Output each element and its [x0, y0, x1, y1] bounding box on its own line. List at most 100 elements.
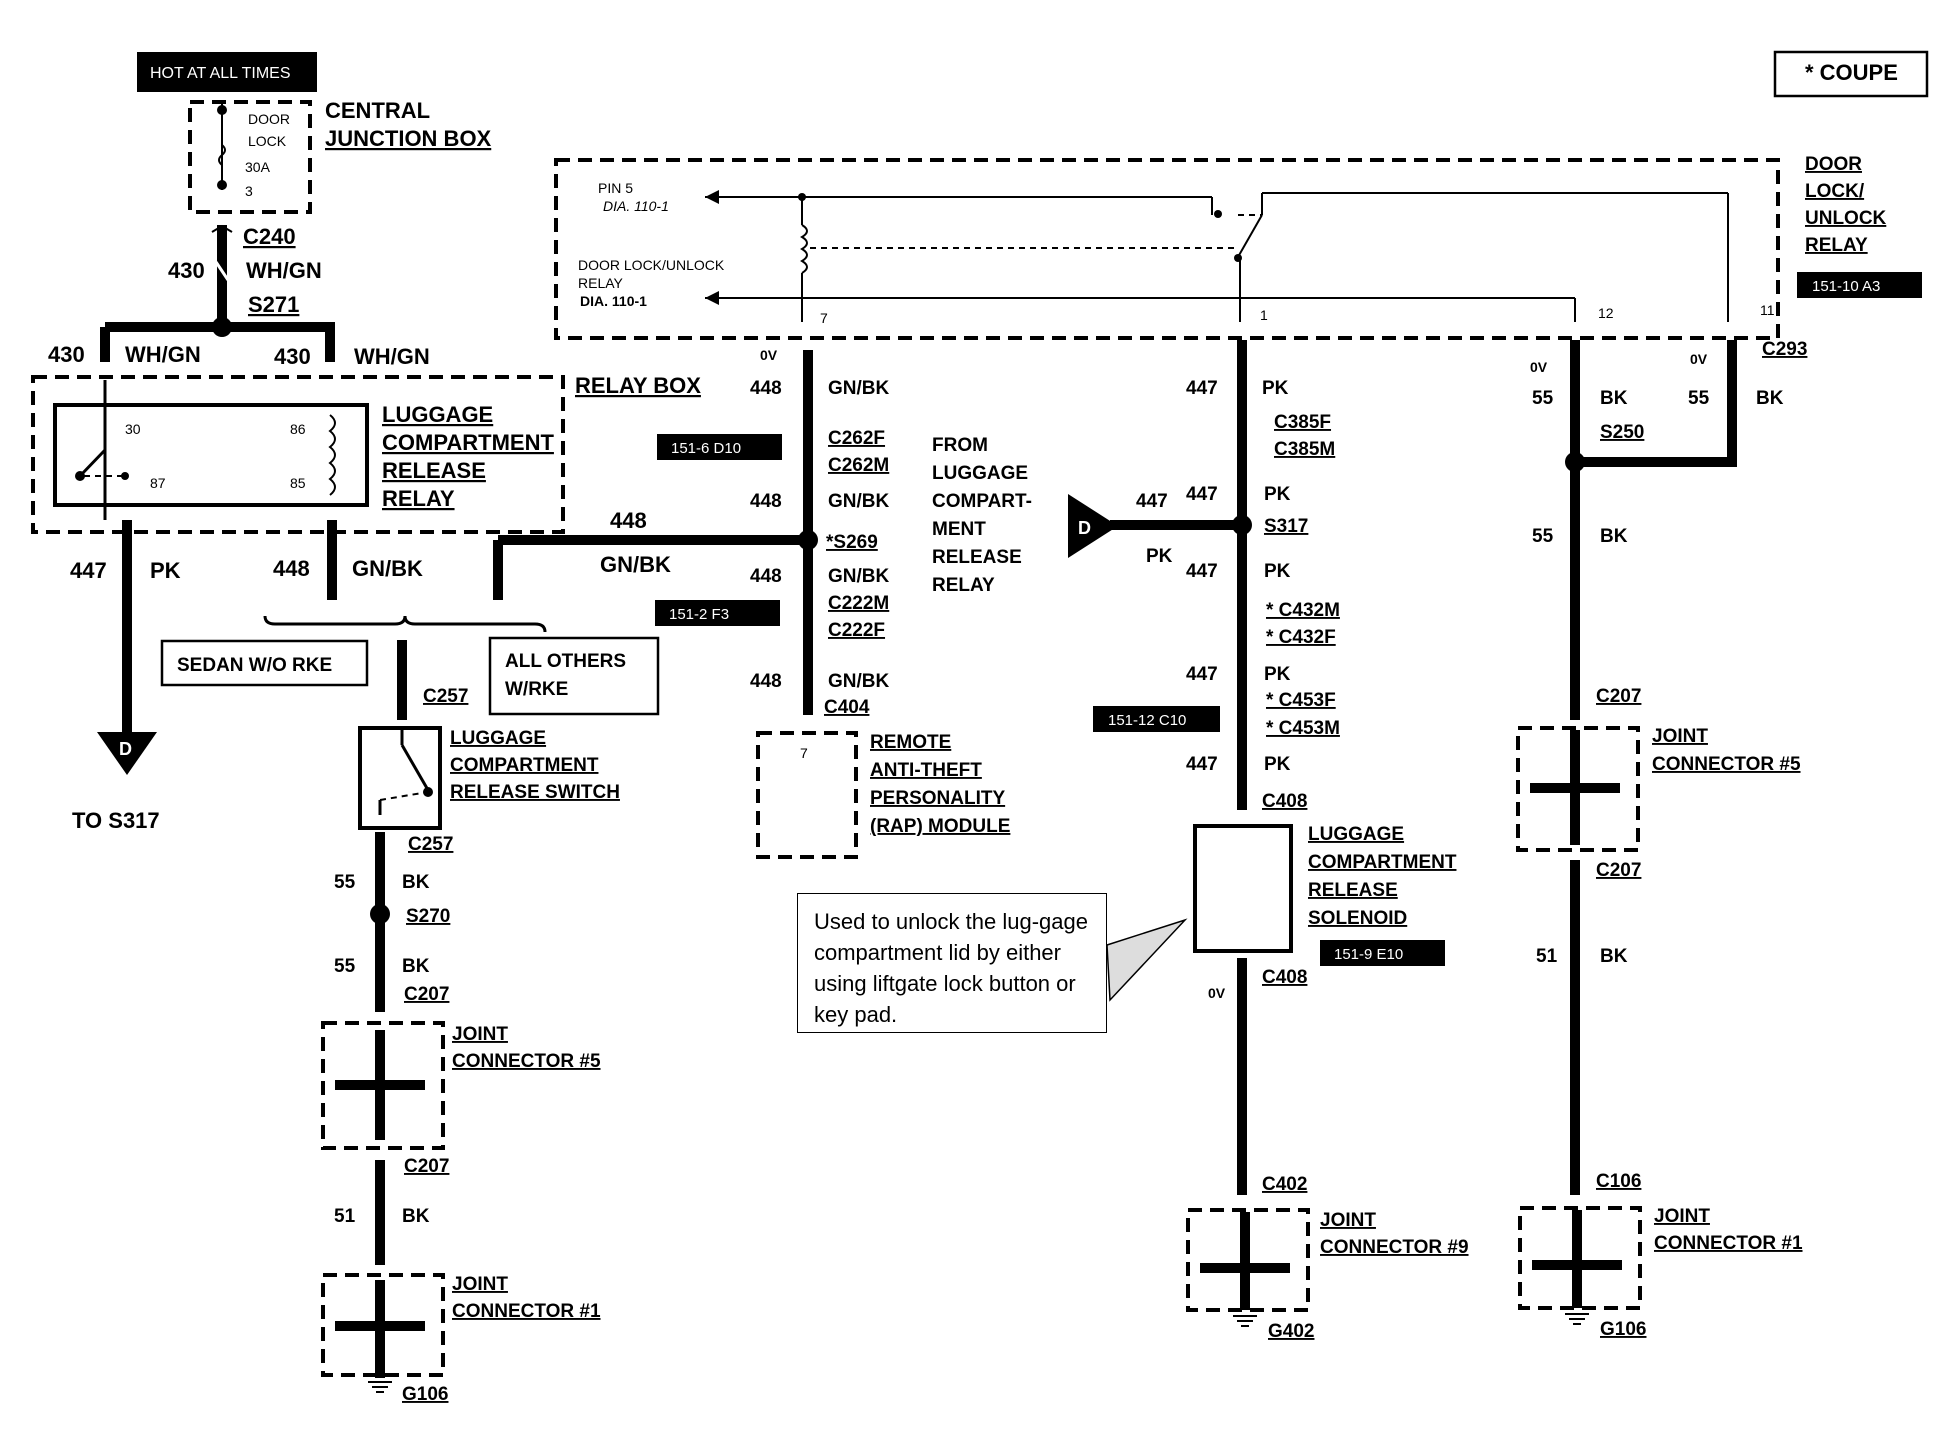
dlr-ref-line3: DIA. 110-1 [580, 293, 647, 309]
c408a-label: C408 [1262, 791, 1307, 812]
c240-connector-icon [211, 224, 233, 233]
power-label: HOT AT ALL TIMES [150, 65, 291, 82]
sw-w3-circuit: 51 [334, 1206, 356, 1227]
sw-joint1-line1: JOINT [452, 1274, 508, 1295]
relay-box-label: RELAY BOX [575, 373, 701, 398]
s269-label: *S269 [826, 532, 878, 553]
g402-label: G402 [1268, 1321, 1314, 1342]
relay-feed-right-color: WH/GN [354, 344, 430, 369]
right-w1-color: BK [1600, 388, 1628, 409]
cjb-title-1: CENTRAL [325, 98, 430, 123]
sol-line2: COMPARTMENT [1308, 852, 1457, 873]
rap-w3-circuit: 448 [750, 566, 782, 587]
sol-w1-color: PK [1262, 378, 1289, 399]
switch-line3: RELEASE SWITCH [450, 782, 620, 803]
sw-c207a-label: C207 [404, 984, 449, 1005]
sw-joint1-line2: CONNECTOR #1 [452, 1301, 601, 1322]
right-joint5-line2: CONNECTOR #5 [1652, 754, 1801, 775]
rap-module-box [756, 731, 858, 859]
sw-joint5-line1: JOINT [452, 1024, 508, 1045]
from-line4: MENT [932, 519, 986, 540]
cjb-fuse-line2: LOCK [248, 133, 287, 149]
power-label-box [137, 52, 317, 92]
c262f-label: C262F [828, 428, 885, 449]
relay-pin-87: 87 [150, 475, 166, 491]
rap-voltage: 0V [760, 347, 778, 363]
lcr-relay-line2: COMPARTMENT [382, 430, 554, 455]
sw-w2-circuit: 55 [334, 956, 356, 977]
callout-pointer [1106, 918, 1188, 1002]
c106-label: C106 [1596, 1171, 1641, 1192]
right-w3-circuit: 51 [1536, 946, 1558, 967]
joint5-left-box [321, 1021, 445, 1150]
pin5-line2: DIA. 110-1 [603, 198, 669, 214]
dlr-ref-line2: RELAY [578, 275, 624, 291]
jumper-color: GN/BK [600, 552, 671, 577]
s271-label: S271 [248, 292, 299, 317]
jumper-circuit: 448 [610, 508, 647, 533]
joint9-line1: JOINT [1320, 1210, 1376, 1231]
c222m-label: C222M [828, 593, 889, 614]
others-branch-box [488, 636, 660, 716]
sw-w2-color: BK [402, 956, 430, 977]
sedan-branch-box [160, 639, 369, 687]
dlr-title-1: DOOR [1805, 154, 1862, 175]
relay-contact-icon [78, 448, 107, 478]
from-line2: LUGGAGE [932, 463, 1028, 484]
c402-label: C402 [1262, 1174, 1307, 1195]
d-in-color: PK [1146, 546, 1173, 567]
sol-line3: RELEASE [1308, 880, 1398, 901]
right-volt1: 0V [1530, 359, 1548, 375]
rap-w4-color: GN/BK [828, 671, 890, 692]
dlr-coil-icon [800, 224, 808, 274]
right-w1-circuit: 55 [1532, 388, 1554, 409]
sol-w3-color: PK [1264, 561, 1291, 582]
right-w2-color: BK [1600, 526, 1628, 547]
c257-top-label: C257 [423, 686, 468, 707]
right-joint1-line2: CONNECTOR #1 [1654, 1233, 1803, 1254]
joint9-line2: CONNECTOR #9 [1320, 1237, 1469, 1258]
sol-w4-color: PK [1264, 664, 1291, 685]
relay-coil-icon [328, 414, 336, 496]
dlr-pin-1: 1 [1260, 307, 1268, 323]
arrow-left-pin5 [705, 190, 719, 204]
solenoid-box [1193, 824, 1293, 953]
cjb-fuse-line4: 3 [245, 183, 253, 199]
s317-label: S317 [1264, 516, 1308, 537]
arrow-left-dlr [705, 291, 719, 305]
relay-pin-30: 30 [125, 421, 141, 437]
s270-label: S270 [406, 906, 450, 927]
rap-ref1-box [657, 434, 782, 460]
w448-left-circuit: 448 [273, 556, 310, 581]
lcr-relay-box [53, 403, 369, 507]
right-w1b-color: BK [1756, 388, 1784, 409]
c453m-label: * C453M [1266, 718, 1340, 739]
c385m-label: C385M [1274, 439, 1335, 460]
w448-left-color: GN/BK [352, 556, 423, 581]
rap-w1-color: GN/BK [828, 378, 890, 399]
rap-ref2-box [655, 600, 780, 626]
switch-line2: COMPARTMENT [450, 755, 599, 776]
rap-line4: (RAP) MODULE [870, 816, 1010, 837]
right-w1b-circuit: 55 [1688, 388, 1710, 409]
others-branch-line2: W/RKE [505, 679, 568, 700]
d-letter-left: D [119, 739, 132, 759]
right-c207b-label: C207 [1596, 860, 1641, 881]
rap-line2: ANTI-THEFT [870, 760, 982, 781]
c432f-label: * C432F [1266, 627, 1336, 648]
cjb-box [188, 100, 312, 214]
branch-brace [263, 615, 547, 633]
sol-w2-color: PK [1264, 484, 1291, 505]
from-line3: COMPART- [932, 491, 1032, 512]
relay-pin-86: 86 [290, 421, 306, 437]
sol-line4: SOLENOID [1308, 908, 1407, 929]
dlr-pin-11: 11 [1760, 302, 1775, 318]
sol-voltage: 0V [1208, 985, 1226, 1001]
switch-line1: LUGGAGE [450, 728, 546, 749]
c453f-label: * C453F [1266, 690, 1336, 711]
right-c207a-label: C207 [1596, 686, 1641, 707]
dlr-ref-box [1797, 272, 1922, 298]
sol-w3-circuit: 447 [1186, 561, 1218, 582]
